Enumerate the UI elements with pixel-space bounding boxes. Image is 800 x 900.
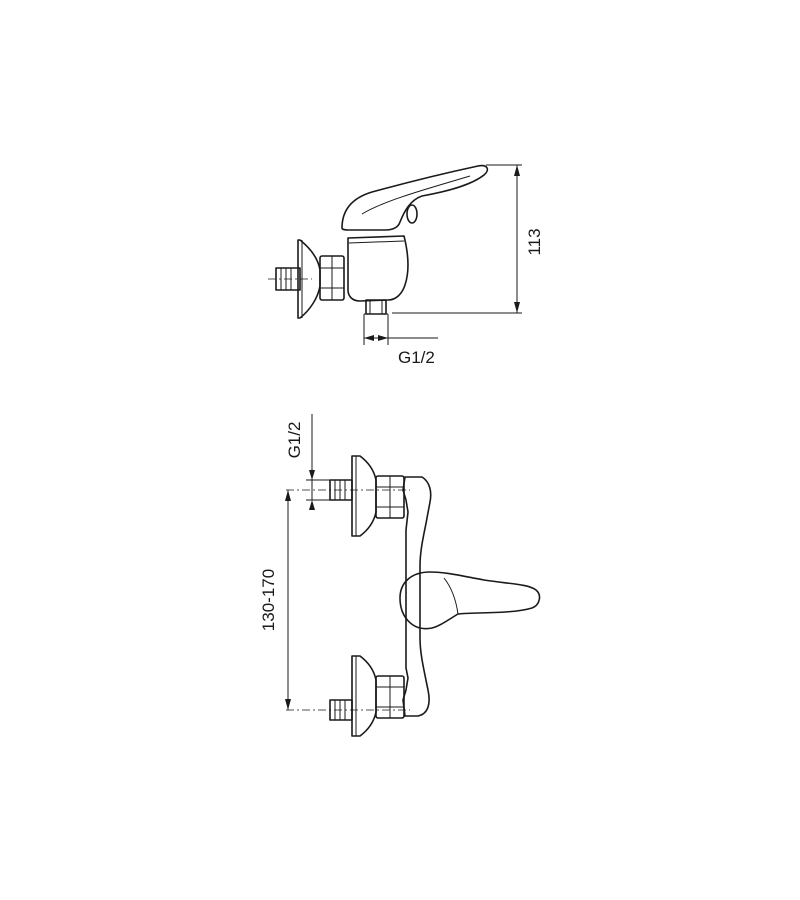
outlet-thread-dimension: G1/2 [363, 314, 438, 367]
height-label: 113 [525, 228, 544, 255]
height-dimension: 113 [392, 164, 544, 314]
spacing-dimension: 130-170 [259, 490, 291, 710]
front-lever-inner-line [443, 577, 459, 615]
side-body [347, 235, 409, 302]
inlet-thread-dimension: G1/2 [285, 414, 330, 510]
side-lever-handle [341, 164, 489, 231]
outlet-thread-label: G1/2 [398, 348, 435, 367]
inlet-thread-label: G1/2 [285, 422, 304, 459]
front-body [402, 476, 432, 717]
side-outlet-nozzle [365, 299, 387, 315]
side-lever-pivot [406, 204, 418, 224]
side-body-band [348, 240, 405, 244]
front-lever-handle [399, 571, 541, 630]
front-view: G1/2 130-170 [259, 414, 541, 737]
side-wall-flange [297, 239, 321, 319]
upper-inlet-assembly [286, 455, 410, 537]
lower-inlet-assembly [286, 655, 410, 737]
side-lever-inner-line [361, 175, 471, 215]
spacing-label: 130-170 [259, 569, 278, 631]
side-view: 113 G1/2 [268, 164, 544, 367]
